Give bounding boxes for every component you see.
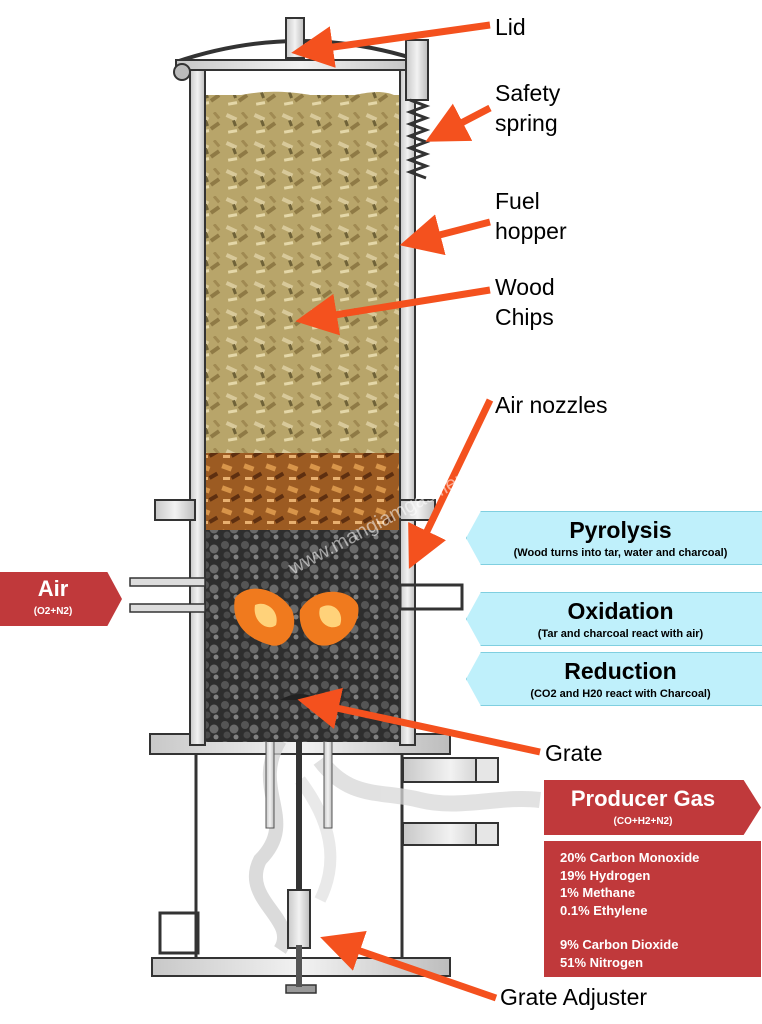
- grate-adjuster-rod: [265, 699, 333, 994]
- air-title: Air: [37, 576, 69, 601]
- label-air-nozzles: Air nozzles: [495, 392, 608, 418]
- label-grate: Grate: [545, 740, 603, 766]
- gas-composition-box: 20% Carbon Monoxide 19% Hydrogen 1% Meth…: [544, 841, 761, 977]
- label-lid: Lid: [495, 14, 526, 40]
- composition-item: 0.1% Ethylene: [560, 902, 648, 918]
- air-subtitle: (O2+N2): [33, 606, 73, 617]
- arrow-grate-adjuster: [320, 931, 498, 1002]
- arrow-grate: [297, 687, 541, 756]
- composition-item: 9% Carbon Dioxide: [560, 937, 679, 952]
- air-input-callout: Air (O2+N2): [0, 572, 122, 626]
- arrow-wood-chips: [295, 286, 491, 336]
- composition-item: 20% Carbon Monoxide: [560, 850, 700, 865]
- arrow-air-nozzles: [408, 398, 494, 569]
- lid: [173, 17, 427, 81]
- safety-spring: [405, 39, 431, 180]
- producer-gas-title: Producer Gas: [570, 786, 716, 811]
- composition-item: 51% Nitrogen: [560, 954, 644, 970]
- oxidation-flame: [234, 588, 359, 646]
- zone-subtitle: (CO2 and H20 react with Charcoal): [530, 688, 711, 700]
- zone-pyrolysis: Pyrolysis (Wood turns into tar, water an…: [466, 511, 762, 565]
- arrow-safety-spring: [425, 103, 492, 142]
- producer-gas-callout: Producer Gas (CO+H2+N2): [544, 780, 761, 835]
- label-wood-chips: Wood Chips: [495, 274, 555, 330]
- label-safety-spring: Safety spring: [495, 80, 561, 136]
- zone-title: Reduction: [564, 658, 677, 684]
- zone-subtitle: (Tar and charcoal react with air): [537, 628, 704, 640]
- arrow-lid: [291, 21, 491, 68]
- arrow-fuel-hopper: [399, 214, 491, 256]
- producer-gas-subtitle: (CO+H2+N2): [613, 816, 673, 827]
- zone-oxidation: Oxidation (Tar and charcoal react with a…: [466, 592, 762, 646]
- label-grate-adjuster: Grate Adjuster: [500, 984, 648, 1010]
- zone-title: Pyrolysis: [569, 517, 672, 543]
- flanges: [129, 499, 464, 613]
- composition-item: 19% Hydrogen: [560, 867, 651, 883]
- annotation-arrows: [291, 21, 541, 1002]
- zone-reduction: Reduction (CO2 and H20 react with Charco…: [466, 652, 762, 706]
- fuel-hopper: [189, 66, 416, 746]
- zone-title: Oxidation: [567, 598, 674, 624]
- composition-item: 1% Methane: [560, 885, 636, 900]
- label-fuel-hopper: Fuel hopper: [495, 188, 567, 244]
- zone-subtitle: (Wood turns into tar, water and charcoal…: [513, 547, 728, 559]
